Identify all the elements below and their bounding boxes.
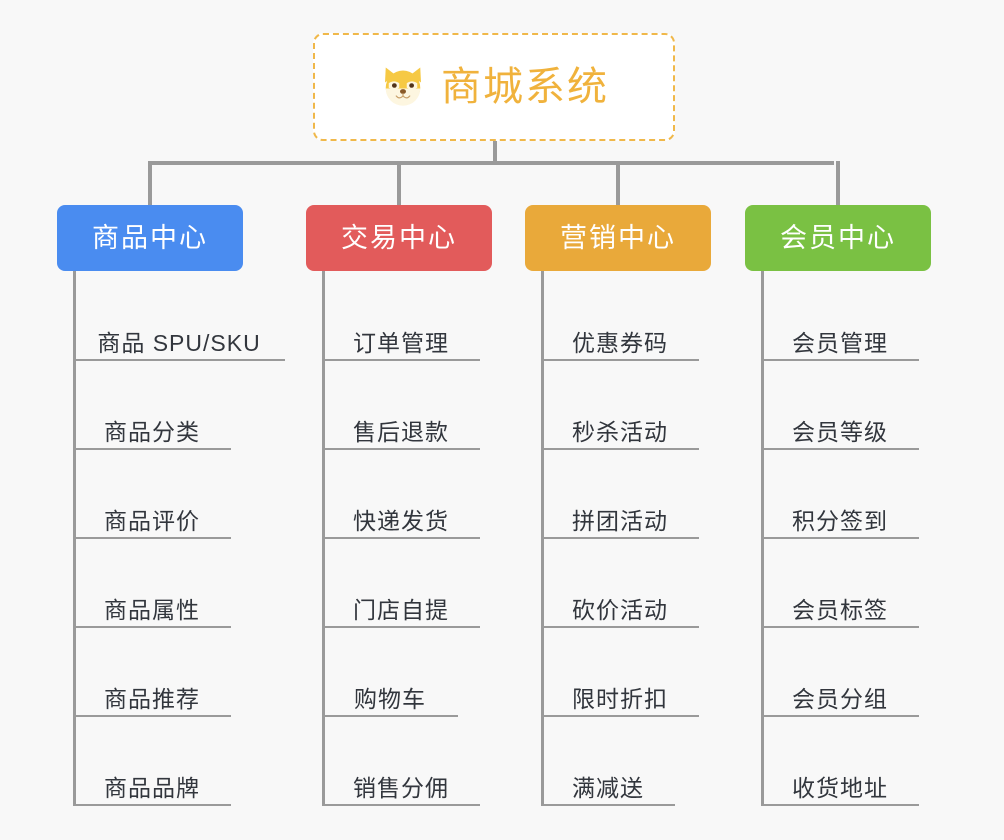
- leaf-item[interactable]: 会员分组: [761, 688, 919, 717]
- leaf-item[interactable]: 满减送: [541, 777, 675, 806]
- leaf-underline: [761, 626, 919, 628]
- leaf-label: 满减送: [572, 775, 644, 801]
- category-label: 营销中心: [560, 222, 676, 253]
- leaf-item[interactable]: 商品评价: [73, 510, 231, 539]
- leaf-underline: [761, 537, 919, 539]
- leaf-underline: [322, 537, 480, 539]
- leaf-label: 优惠券码: [572, 330, 668, 356]
- category-label: 商品中心: [92, 222, 208, 253]
- category-label: 会员中心: [780, 222, 896, 253]
- connector-root-stem: [493, 141, 497, 163]
- leaf-underline: [73, 804, 231, 806]
- leaf-underline: [322, 448, 480, 450]
- leaf-item[interactable]: 积分签到: [761, 510, 919, 539]
- root-node[interactable]: 商城系统: [313, 33, 675, 141]
- leaf-item[interactable]: 商品品牌: [73, 777, 231, 806]
- leaf-underline: [761, 359, 919, 361]
- leaf-label: 会员标签: [792, 597, 888, 623]
- leaf-label: 商品 SPU/SKU: [97, 330, 261, 356]
- leaf-item[interactable]: 会员管理: [761, 332, 919, 361]
- leaf-label: 会员管理: [792, 330, 888, 356]
- leaf-underline: [73, 626, 231, 628]
- leaf-label: 商品评价: [104, 508, 200, 534]
- leaf-underline: [541, 359, 699, 361]
- leaf-underline: [541, 715, 699, 717]
- leaf-underline: [73, 448, 231, 450]
- leaf-underline: [541, 804, 675, 806]
- leaf-item[interactable]: 商品属性: [73, 599, 231, 628]
- leaf-label: 商品品牌: [104, 775, 200, 801]
- leaf-underline: [322, 804, 480, 806]
- leaf-label: 商品分类: [104, 419, 200, 445]
- connector-horizontal-bus: [148, 161, 834, 165]
- leaf-underline: [541, 448, 699, 450]
- leaf-item[interactable]: 商品 SPU/SKU: [73, 332, 285, 361]
- leaf-label: 限时折扣: [572, 686, 668, 712]
- leaf-item[interactable]: 砍价活动: [541, 599, 699, 628]
- leaf-label: 商品属性: [104, 597, 200, 623]
- connector-drop-trade-center: [397, 161, 401, 205]
- category-box-trade-center[interactable]: 交易中心: [306, 205, 492, 271]
- leaf-underline: [322, 626, 480, 628]
- leaf-label: 商品推荐: [104, 686, 200, 712]
- leaf-label: 会员等级: [792, 419, 888, 445]
- leaf-underline: [761, 448, 919, 450]
- leaf-item[interactable]: 快递发货: [322, 510, 480, 539]
- root-title: 商城系统: [441, 65, 609, 109]
- category-label: 交易中心: [341, 222, 457, 253]
- leaf-item[interactable]: 购物车: [322, 688, 458, 717]
- leaf-underline: [322, 359, 480, 361]
- leaf-item[interactable]: 销售分佣: [322, 777, 480, 806]
- leaf-item[interactable]: 门店自提: [322, 599, 480, 628]
- leaf-underline: [541, 626, 699, 628]
- leaf-label: 拼团活动: [572, 508, 668, 534]
- leaf-item[interactable]: 商品推荐: [73, 688, 231, 717]
- connector-drop-member-center: [836, 161, 840, 205]
- category-box-member-center[interactable]: 会员中心: [745, 205, 931, 271]
- leaf-label: 订单管理: [353, 330, 449, 356]
- leaf-label: 收货地址: [792, 775, 888, 801]
- leaf-label: 售后退款: [353, 419, 449, 445]
- leaf-item[interactable]: 商品分类: [73, 421, 231, 450]
- leaf-underline: [761, 804, 919, 806]
- leaf-item[interactable]: 优惠券码: [541, 332, 699, 361]
- leaf-label: 砍价活动: [572, 597, 668, 623]
- leaf-label: 会员分组: [792, 686, 888, 712]
- leaf-underline: [73, 359, 285, 361]
- leaf-item[interactable]: 收货地址: [761, 777, 919, 806]
- leaf-item[interactable]: 订单管理: [322, 332, 480, 361]
- leaf-underline: [73, 537, 231, 539]
- shiba-dog-face-icon: [385, 67, 421, 106]
- leaf-label: 销售分佣: [353, 775, 449, 801]
- leaf-item[interactable]: 售后退款: [322, 421, 480, 450]
- leaf-underline: [541, 537, 699, 539]
- leaf-item[interactable]: 拼团活动: [541, 510, 699, 539]
- leaf-item[interactable]: 会员标签: [761, 599, 919, 628]
- leaf-underline: [73, 715, 231, 717]
- category-box-product-center[interactable]: 商品中心: [57, 205, 243, 271]
- leaf-item[interactable]: 会员等级: [761, 421, 919, 450]
- category-box-marketing-center[interactable]: 营销中心: [525, 205, 711, 271]
- connector-drop-product-center: [148, 161, 152, 205]
- leaf-label: 快递发货: [353, 508, 449, 534]
- connector-drop-marketing-center: [616, 161, 620, 205]
- leaf-item[interactable]: 限时折扣: [541, 688, 699, 717]
- leaf-label: 购物车: [354, 686, 426, 712]
- leaf-label: 积分签到: [792, 508, 888, 534]
- leaf-underline: [761, 715, 919, 717]
- leaf-label: 秒杀活动: [572, 419, 668, 445]
- leaf-underline: [322, 715, 458, 717]
- leaf-label: 门店自提: [353, 597, 449, 623]
- leaf-item[interactable]: 秒杀活动: [541, 421, 699, 450]
